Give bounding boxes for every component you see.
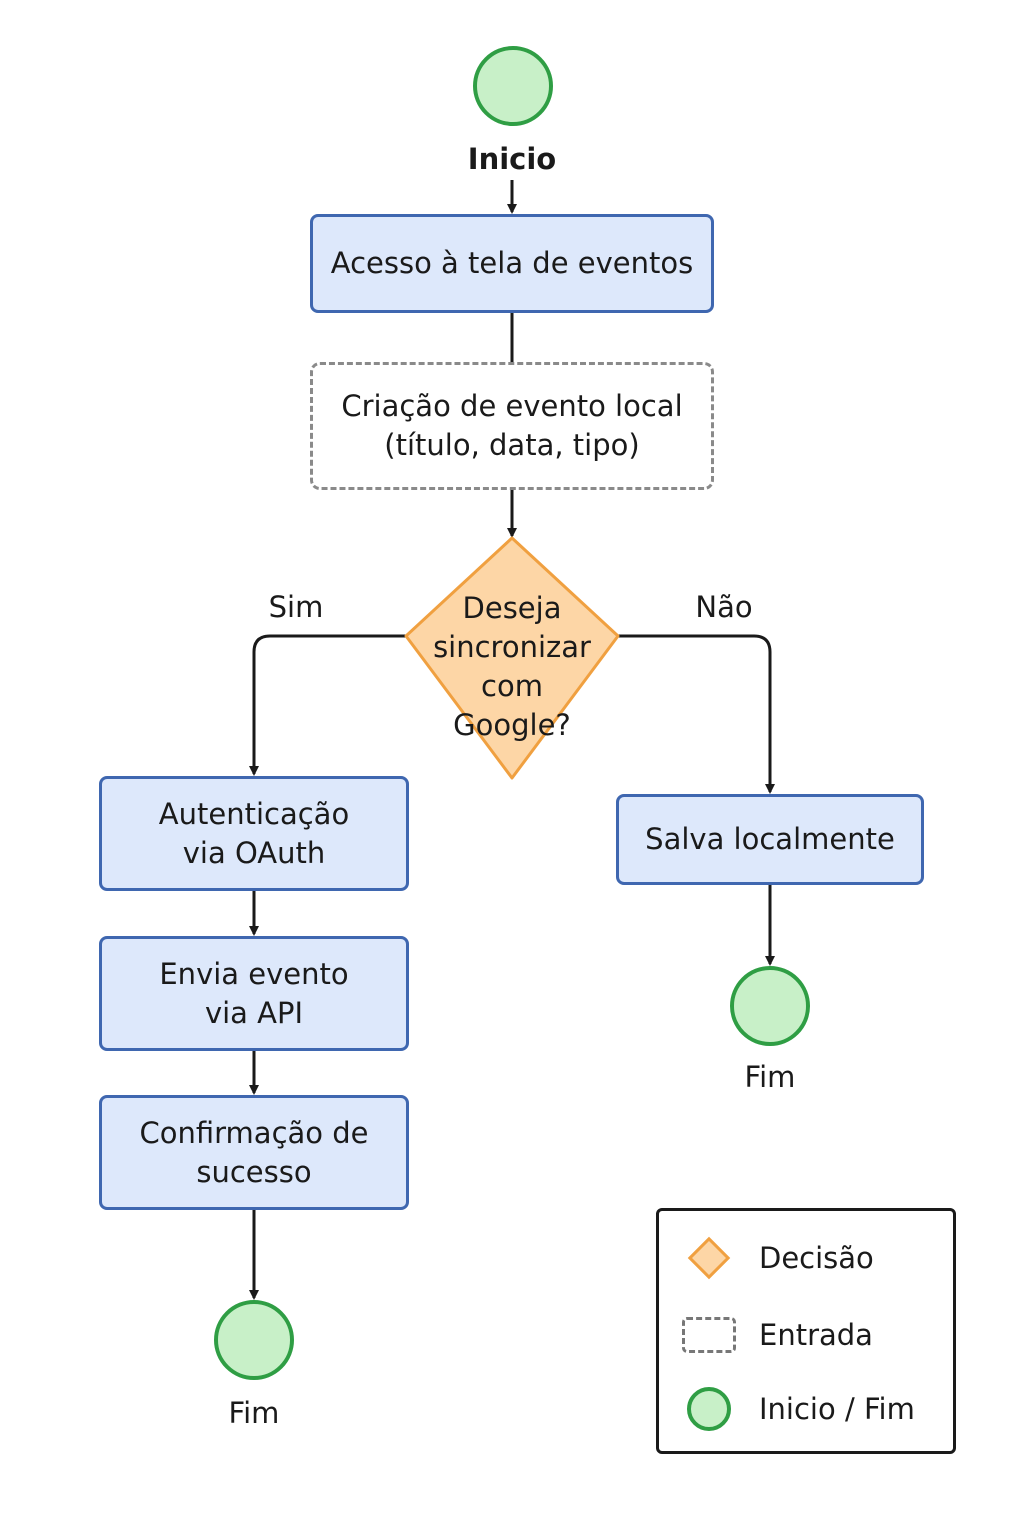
legend-box: Decisão Entrada Inicio / Fim <box>656 1208 956 1454</box>
access-events-box: Acesso à tela de eventos <box>310 214 714 313</box>
decision-line1: Deseja <box>462 591 562 625</box>
oauth-auth-line2: via OAuth <box>182 835 326 870</box>
decision-line4: Google? <box>453 708 571 742</box>
decision-line3: com <box>481 669 543 703</box>
save-local-box: Salva localmente <box>616 794 924 885</box>
start-circle <box>473 46 553 126</box>
send-event-line1: Envia evento <box>159 956 349 991</box>
access-events-text: Acesso à tela de eventos <box>330 246 694 280</box>
legend-row-start-end: Inicio / Fim <box>659 1387 953 1431</box>
legend-decision-icon <box>687 1236 731 1280</box>
send-event-line2: via API <box>204 995 304 1030</box>
legend-start-end-icon <box>687 1387 731 1431</box>
create-event-line1: Criação de evento local <box>341 389 683 423</box>
legend-input-label: Entrada <box>759 1318 873 1352</box>
end-label-left: Fim <box>228 1396 280 1430</box>
legend-row-input: Entrada <box>659 1317 953 1353</box>
decision-text: Deseja sincronizar com Google? <box>412 589 612 745</box>
arrow-decision-to-auth <box>249 634 406 776</box>
create-event-line2: (título, data, tipo) <box>384 428 640 462</box>
send-event-box: Envia evento via API <box>99 936 409 1051</box>
no-branch-label: Não <box>695 590 753 624</box>
confirm-success-line1: Confirmação de <box>139 1115 369 1150</box>
legend-decision-label: Decisão <box>759 1241 874 1275</box>
end-circle-left <box>214 1300 294 1380</box>
arrow-decision-to-save <box>618 634 775 794</box>
legend-start-end-label: Inicio / Fim <box>759 1392 915 1426</box>
oauth-auth-line1: Autenticação <box>158 796 350 831</box>
confirm-success-box: Confirmação de sucesso <box>99 1095 409 1210</box>
yes-branch-label: Sim <box>268 590 324 624</box>
decision-diamond <box>404 536 620 780</box>
end-circle-right <box>730 966 810 1046</box>
legend-input-icon <box>682 1317 736 1353</box>
confirm-success-line2: sucesso <box>196 1154 312 1189</box>
oauth-auth-box: Autenticação via OAuth <box>99 776 409 891</box>
decision-line2: sincronizar <box>433 630 591 664</box>
save-local-text: Salva localmente <box>645 822 895 856</box>
create-event-box: Criação de evento local (título, data, t… <box>310 362 714 490</box>
legend-row-decision: Decisão <box>659 1236 953 1280</box>
end-label-right: Fim <box>744 1060 796 1094</box>
start-label: Inicio <box>467 142 557 176</box>
